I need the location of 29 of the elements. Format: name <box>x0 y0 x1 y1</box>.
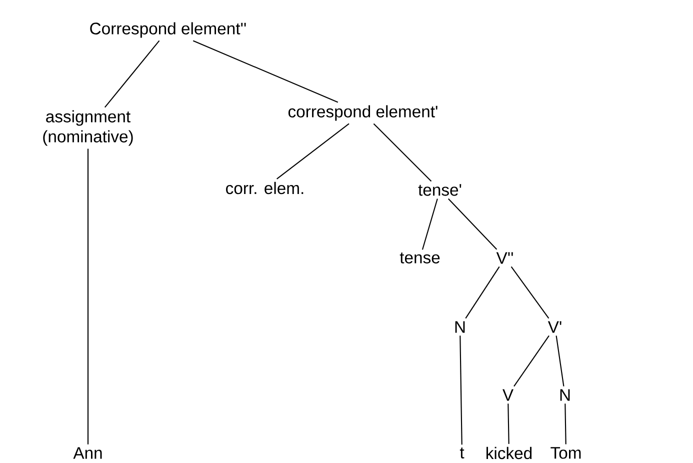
tree-label: V' <box>548 321 562 333</box>
tree-branch <box>373 123 432 182</box>
tree-label: Ann <box>73 447 102 459</box>
tree-branch <box>448 198 498 250</box>
tree-branch <box>87 148 89 444</box>
tree-branch <box>460 336 462 445</box>
tree-label: tense <box>400 252 440 264</box>
tree-label: V'' <box>496 252 513 264</box>
tree-label: correspond element' <box>288 105 438 121</box>
tree-branch <box>465 266 500 319</box>
tree-branch <box>104 40 160 108</box>
tree-label: N <box>560 389 570 401</box>
tree-label: V <box>502 389 514 401</box>
tree-label: assignment (nominative) <box>43 110 133 146</box>
tree-label: corr. elem. <box>226 182 304 194</box>
tree-branch <box>556 336 564 386</box>
tree-label: tense' <box>418 184 462 196</box>
tree-label: kicked <box>486 446 532 460</box>
tree-branch <box>514 335 550 387</box>
tree-branch <box>192 40 338 103</box>
tree-branch <box>508 404 510 444</box>
tree-label: Tom <box>550 447 581 459</box>
tree-branch <box>422 198 438 250</box>
tree-label: Correspond element'' <box>90 22 246 38</box>
tree-label: t <box>460 448 464 458</box>
tree-branch <box>510 266 550 319</box>
tree-branch <box>564 404 566 444</box>
tree-branch <box>276 123 350 180</box>
tree-label: N <box>455 321 465 333</box>
